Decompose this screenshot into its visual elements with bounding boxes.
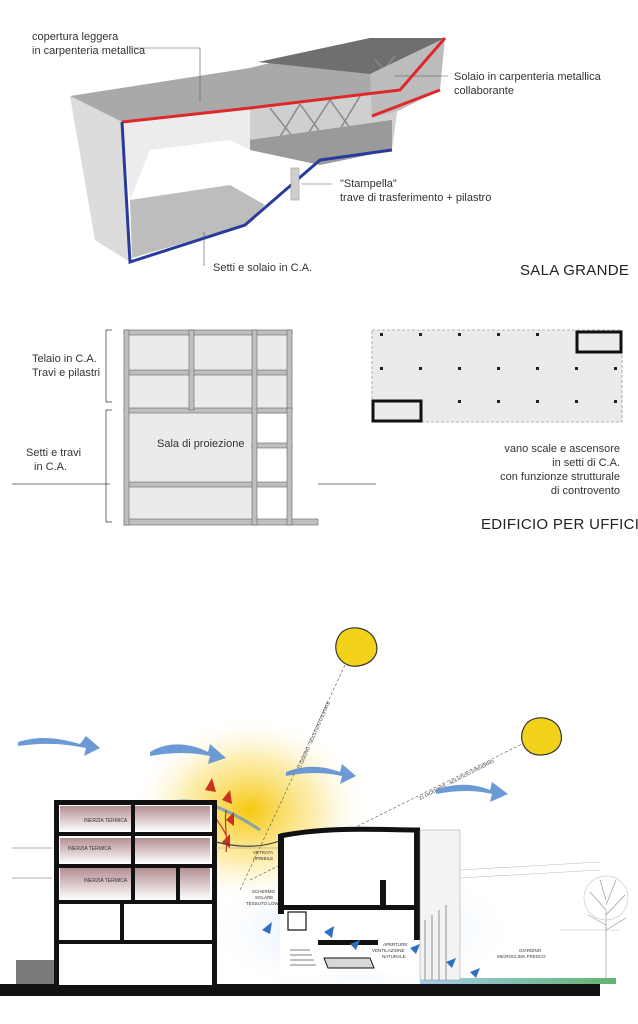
label-stampella-line2: trave di trasferimento + pilastro xyxy=(340,192,492,204)
label-sala-proiezione: Sala di proiezione xyxy=(157,438,245,450)
label-giardino-1: GIARDINO xyxy=(519,948,542,953)
wind-arrow xyxy=(436,782,508,802)
edificio-uffici-title: EDIFICIO PER UFFICI xyxy=(481,516,638,533)
label-aperture-3: NATURALE xyxy=(382,954,406,959)
sala-grande-title: SALA GRANDE xyxy=(520,262,630,279)
wind-arrow xyxy=(18,736,100,756)
label-telaio-line1: Telaio in C.A. xyxy=(32,353,97,365)
cinema-hall-section xyxy=(278,826,421,975)
sun-winter-icon xyxy=(521,717,562,756)
label-vano-scale-line2: in setti di C.A. xyxy=(552,457,620,469)
cool-air-arrow xyxy=(324,926,334,938)
label-solaio-line2: collaborante xyxy=(454,85,514,97)
label-aperture-1: APERTURE: xyxy=(383,942,409,947)
cool-air-arrow xyxy=(350,940,360,950)
warm-air-arrow xyxy=(222,790,232,804)
label-solstizio-invernale: 21 DICEMBRE - SOLSTIZIO D'INVERNO xyxy=(418,758,495,801)
label-setti-travi-line2: in C.A. xyxy=(34,461,68,473)
label-aperture-2: VENTILAZIONE xyxy=(372,948,405,953)
label-setti-solaio: Setti e solaio in C.A. xyxy=(213,262,313,274)
cool-air-arrow xyxy=(262,922,272,934)
label-vano-scale-line4: di controvento xyxy=(550,485,620,497)
label-copertura-line1: copertura leggera xyxy=(32,31,119,43)
warm-air-arrow xyxy=(226,812,234,826)
uffici-section-diagram xyxy=(12,329,623,526)
label-vetrata-1: VETRATA xyxy=(253,850,273,855)
cool-air-arrow xyxy=(446,958,456,968)
label-inerzia-2: INERZIA TERMICA xyxy=(68,846,112,852)
label-solaio-line1: Solaio in carpenteria metallica xyxy=(454,71,601,83)
label-stampella: "Stampella" trave di trasferimento + pil… xyxy=(340,177,491,205)
sala-grande-axonometric xyxy=(70,37,448,266)
label-vano-scale-line1: vano scale e ascensore xyxy=(504,443,620,455)
label-copertura-line2: in carpenteria metallica xyxy=(32,45,146,57)
label-telaio-line2: Travi e pilastri xyxy=(32,367,101,379)
label-stampella-line1: "Stampella" xyxy=(340,178,397,190)
label-giardino-2: MICROCLIMA FRESCO xyxy=(497,954,546,959)
label-solaio: Solaio in carpenteria metallica collabor… xyxy=(454,70,601,98)
label-setti-travi: Setti e travi in C.A. xyxy=(26,446,81,474)
label-schermo-2: SOLARE xyxy=(255,895,273,900)
cool-air-arrow xyxy=(410,944,420,954)
label-inerzia-3: INERZIA TERMICA xyxy=(84,878,128,884)
wind-arrow xyxy=(286,764,356,784)
label-vano-scale-line3: con funzionze strutturale xyxy=(500,471,620,483)
cool-air-arrow xyxy=(470,968,480,978)
label-telaio: Telaio in C.A. Travi e pilastri xyxy=(32,352,100,380)
label-vano-scale: vano scale e ascensore in setti di C.A. … xyxy=(500,442,620,498)
sun-summer-icon xyxy=(335,627,378,667)
label-schermo-3: TESSUTO LOW-E xyxy=(246,901,283,906)
label-inerzia-1: INERZIA TERMICA xyxy=(84,818,128,824)
office-building-section xyxy=(54,800,217,990)
label-copertura: copertura leggera in carpenteria metalli… xyxy=(32,30,145,58)
tree-icon xyxy=(583,875,629,978)
label-vetrata-2: APRIBILE xyxy=(253,856,273,861)
label-setti-travi-line1: Setti e travi xyxy=(26,447,82,459)
wind-arrow xyxy=(150,744,226,764)
label-schermo-1: SCHERMO xyxy=(252,889,276,894)
warm-air-arrow xyxy=(205,778,216,792)
